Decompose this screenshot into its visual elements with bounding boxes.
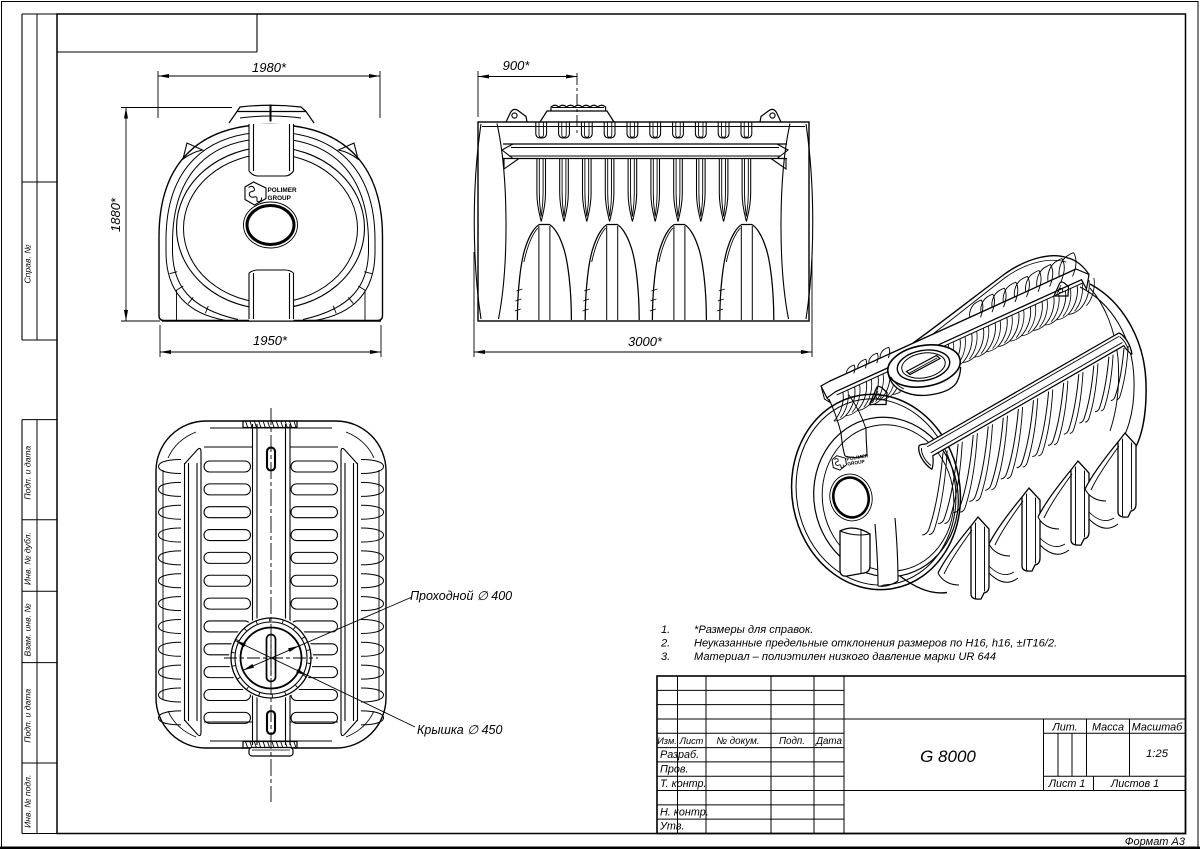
svg-text:Формат А3: Формат А3 [1125, 836, 1186, 848]
svg-text:Утв.: Утв. [659, 821, 685, 833]
svg-text:Лист 1: Лист 1 [1048, 778, 1086, 790]
svg-text:Подп. и дата: Подп. и дата [23, 689, 33, 743]
svg-text:Инв. № дубл.: Инв. № дубл. [23, 532, 33, 585]
svg-text:3000*: 3000* [628, 334, 663, 349]
svg-text:GROUP: GROUP [847, 459, 866, 468]
svg-text:Т. контр.: Т. контр. [660, 778, 707, 790]
svg-text:Материал – полиэтилен низкого: Материал – полиэтилен низкого давление м… [694, 651, 996, 663]
svg-text:900*: 900* [503, 58, 531, 73]
svg-text:3.: 3. [661, 651, 670, 663]
svg-text:Лит.: Лит. [1051, 722, 1077, 734]
svg-text:GROUP: GROUP [268, 195, 292, 202]
svg-text:1:25: 1:25 [1146, 748, 1169, 760]
svg-text:2.: 2. [660, 638, 670, 650]
svg-text:Проходной ∅ 400: Проходной ∅ 400 [410, 589, 512, 603]
svg-text:1880*: 1880* [108, 197, 123, 232]
svg-text:1950*: 1950* [253, 333, 288, 348]
svg-text:G 8000: G 8000 [920, 747, 976, 766]
svg-text:Дата: Дата [815, 736, 842, 747]
svg-text:Неуказанные предельные отклоне: Неуказанные предельные отклонения размер… [694, 638, 1057, 650]
svg-text:POLIMER: POLIMER [846, 453, 869, 462]
svg-text:Справ. №: Справ. № [23, 244, 33, 283]
svg-text:Лист: Лист [679, 736, 704, 746]
svg-text:*Размеры для справок.: *Размеры для справок. [694, 624, 813, 636]
svg-text:1.: 1. [661, 624, 670, 636]
svg-text:Изм.: Изм. [657, 736, 677, 746]
svg-text:Н. контр.: Н. контр. [660, 806, 709, 818]
svg-text:Разраб.: Разраб. [660, 749, 699, 761]
svg-text:Листов 1: Листов 1 [1110, 778, 1159, 790]
svg-text:1980*: 1980* [252, 60, 287, 75]
svg-text:Подп.: Подп. [779, 736, 805, 747]
svg-text:Пров.: Пров. [660, 764, 688, 776]
svg-text:Масштаб: Масштаб [1132, 722, 1183, 734]
svg-text:№ докум.: № докум. [716, 736, 759, 747]
svg-text:Взам. инв. №: Взам. инв. № [23, 603, 33, 656]
svg-text:Крышка ∅ 450: Крышка ∅ 450 [417, 723, 502, 737]
svg-text:Масса: Масса [1092, 722, 1124, 734]
svg-text:Инв. № подл.: Инв. № подл. [23, 775, 33, 828]
svg-text:Подп. и дата: Подп. и дата [23, 446, 33, 500]
svg-text:POLIMER: POLIMER [268, 187, 297, 194]
